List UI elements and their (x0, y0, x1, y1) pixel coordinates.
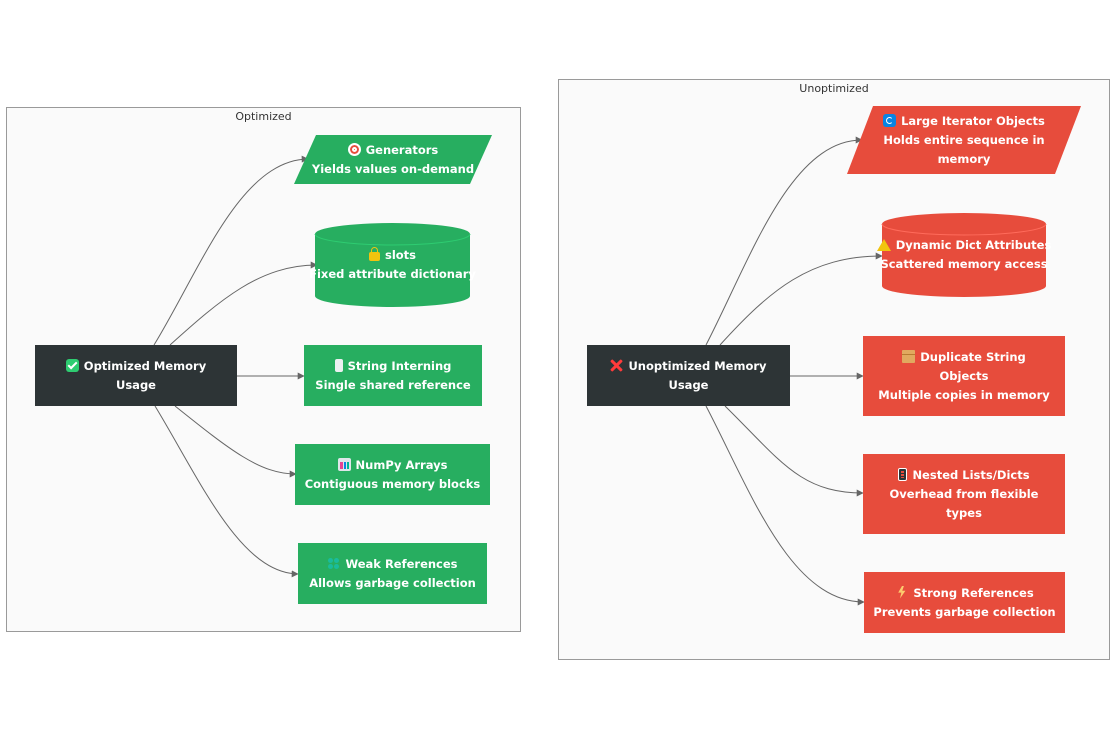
cylinder-shape (881, 213, 1047, 297)
dynamic-dict-attributes-node: Dynamic Dict Attributes Scattered memory… (876, 212, 1051, 298)
generators-node: Generators Yields values on-demand (294, 135, 492, 184)
edge-unopt-dict (719, 252, 883, 346)
cluster-title: Optimized (235, 110, 292, 123)
package-icon (902, 349, 916, 363)
edge-unopt-strong (705, 405, 865, 606)
link-icon (327, 557, 340, 570)
cycle-icon (883, 114, 896, 127)
stack-icon (898, 467, 908, 481)
edge-opt-generators (153, 155, 309, 346)
cross-mark-icon (610, 359, 623, 372)
edge-opt-slots (169, 261, 318, 346)
edge-unopt-iterators (705, 136, 863, 346)
edge-unopt-nested (724, 405, 864, 497)
unoptimized-memory-usage-node: Unoptimized Memory Usage (587, 345, 790, 406)
large-iterator-objects-node: Large Iterator Objects Holds entire sequ… (847, 106, 1081, 174)
bar-chart-icon (337, 457, 351, 471)
warning-icon (876, 239, 891, 251)
target-icon (348, 143, 361, 156)
slots-node: slots Fixed attribute dictionary (309, 222, 476, 308)
numpy-arrays-node: NumPy Arrays Contiguous memory blocks (295, 444, 490, 505)
nested-lists-dicts-node: Nested Lists/Dicts Overhead from flexibl… (863, 454, 1065, 534)
lightning-icon (895, 586, 908, 599)
edge-opt-numpy (174, 405, 297, 478)
duplicate-string-objects-node: Duplicate String Objects Multiple copies… (863, 336, 1065, 416)
cluster-title: Unoptimized (799, 82, 869, 95)
edge-opt-weakref (154, 405, 299, 578)
string-interning-node: String Interning Single shared reference (304, 345, 482, 406)
lock-icon (368, 247, 380, 261)
cylinder-shape (314, 223, 471, 307)
strong-references-node: Strong References Prevents garbage colle… (864, 572, 1065, 633)
thread-icon (334, 358, 343, 372)
weak-references-node: Weak References Allows garbage collectio… (298, 543, 487, 604)
optimized-memory-usage-node: Optimized Memory Usage (35, 345, 237, 406)
check-mark-icon (65, 358, 79, 372)
